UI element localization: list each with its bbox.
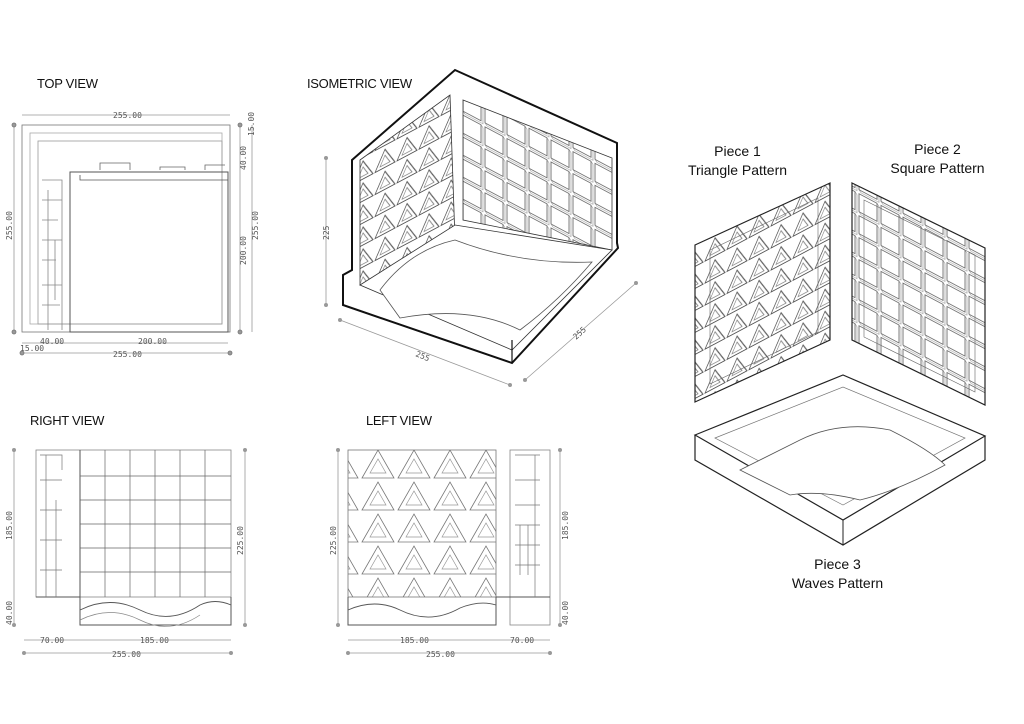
right-dim-h1: 185.00 (5, 511, 14, 540)
top-view-drawing (11, 114, 253, 356)
right-dim-w2: 185.00 (140, 636, 169, 645)
left-dim-h0: 40.00 (561, 601, 570, 625)
piece-2-label: Piece 2 Square Pattern (880, 140, 995, 178)
piece-3-drawing (693, 374, 987, 546)
right-dim-h0: 40.00 (5, 601, 14, 625)
right-dim-h2: 225.00 (236, 526, 245, 555)
top-dim-wall: 40.00 (239, 146, 248, 170)
top-dim-wall-bottom: 40.00 (40, 337, 64, 346)
piece-3-pattern: Waves Pattern (791, 575, 884, 591)
left-view-drawing (336, 448, 562, 655)
right-view-drawing (12, 448, 247, 655)
right-view-title: RIGHT VIEW (30, 413, 105, 428)
left-dim-w2: 70.00 (510, 636, 534, 645)
top-dim-right: 255.00 (251, 211, 260, 240)
piece-3-name: Piece 3 (814, 556, 861, 572)
top-view-title: TOP VIEW (37, 76, 98, 91)
piece-2-name: Piece 2 (914, 141, 961, 157)
piece-1-label: Piece 1 Triangle Pattern (680, 142, 795, 180)
isometric-view-title: ISOMETRIC VIEW (307, 76, 412, 91)
top-dim-offset: 15.00 (20, 344, 44, 353)
iso-dim-height: 225 (322, 225, 331, 240)
top-dim-width: 255.00 (113, 111, 142, 120)
left-dim-w1: 185.00 (400, 636, 429, 645)
iso-dim-width: 255 (414, 350, 431, 364)
left-view-title: LEFT VIEW (366, 413, 432, 428)
piece-1-pattern: Triangle Pattern (687, 162, 788, 178)
piece-1-name: Piece 1 (714, 143, 761, 159)
isometric-drawing (324, 68, 638, 387)
left-dim-h1: 225.00 (329, 526, 338, 555)
left-dim-w: 255.00 (426, 650, 455, 659)
top-dim-offset-right: 15.00 (247, 112, 256, 136)
top-dim-left: 255.00 (5, 211, 14, 240)
top-dim-inner-bottom: 200.00 (138, 337, 167, 346)
top-dim-bottom: 255.00 (113, 350, 142, 359)
piece-3-label: Piece 3 Waves Pattern (780, 555, 895, 593)
piece-2-drawing (851, 182, 986, 406)
piece-1-drawing (694, 182, 831, 403)
right-dim-w1: 70.00 (40, 636, 64, 645)
right-dim-w: 255.00 (112, 650, 141, 659)
left-dim-h2: 185.00 (561, 511, 570, 540)
top-dim-inner: 200.00 (239, 236, 248, 265)
piece-2-pattern: Square Pattern (890, 160, 985, 176)
